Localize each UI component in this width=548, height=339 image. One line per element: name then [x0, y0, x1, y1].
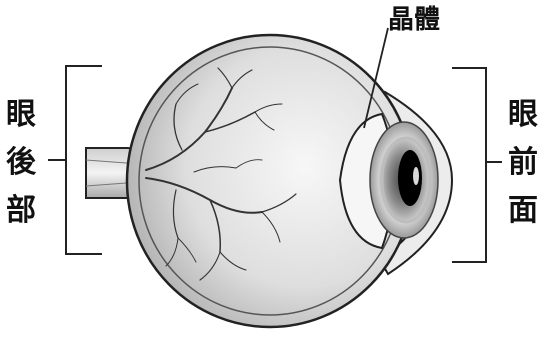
posterior-label-char-2: 後	[6, 145, 37, 180]
anterior-bracket	[452, 68, 502, 262]
pupil-highlight	[413, 167, 419, 185]
lens-label: 晶體	[388, 5, 440, 35]
posterior-label-char-3: 部	[6, 193, 36, 228]
anterior-label-char-1: 眼	[508, 97, 538, 132]
anterior-label-char-2: 前	[508, 145, 538, 180]
posterior-label-char-1: 眼	[6, 97, 36, 132]
anterior-label-char-3: 面	[508, 193, 538, 228]
